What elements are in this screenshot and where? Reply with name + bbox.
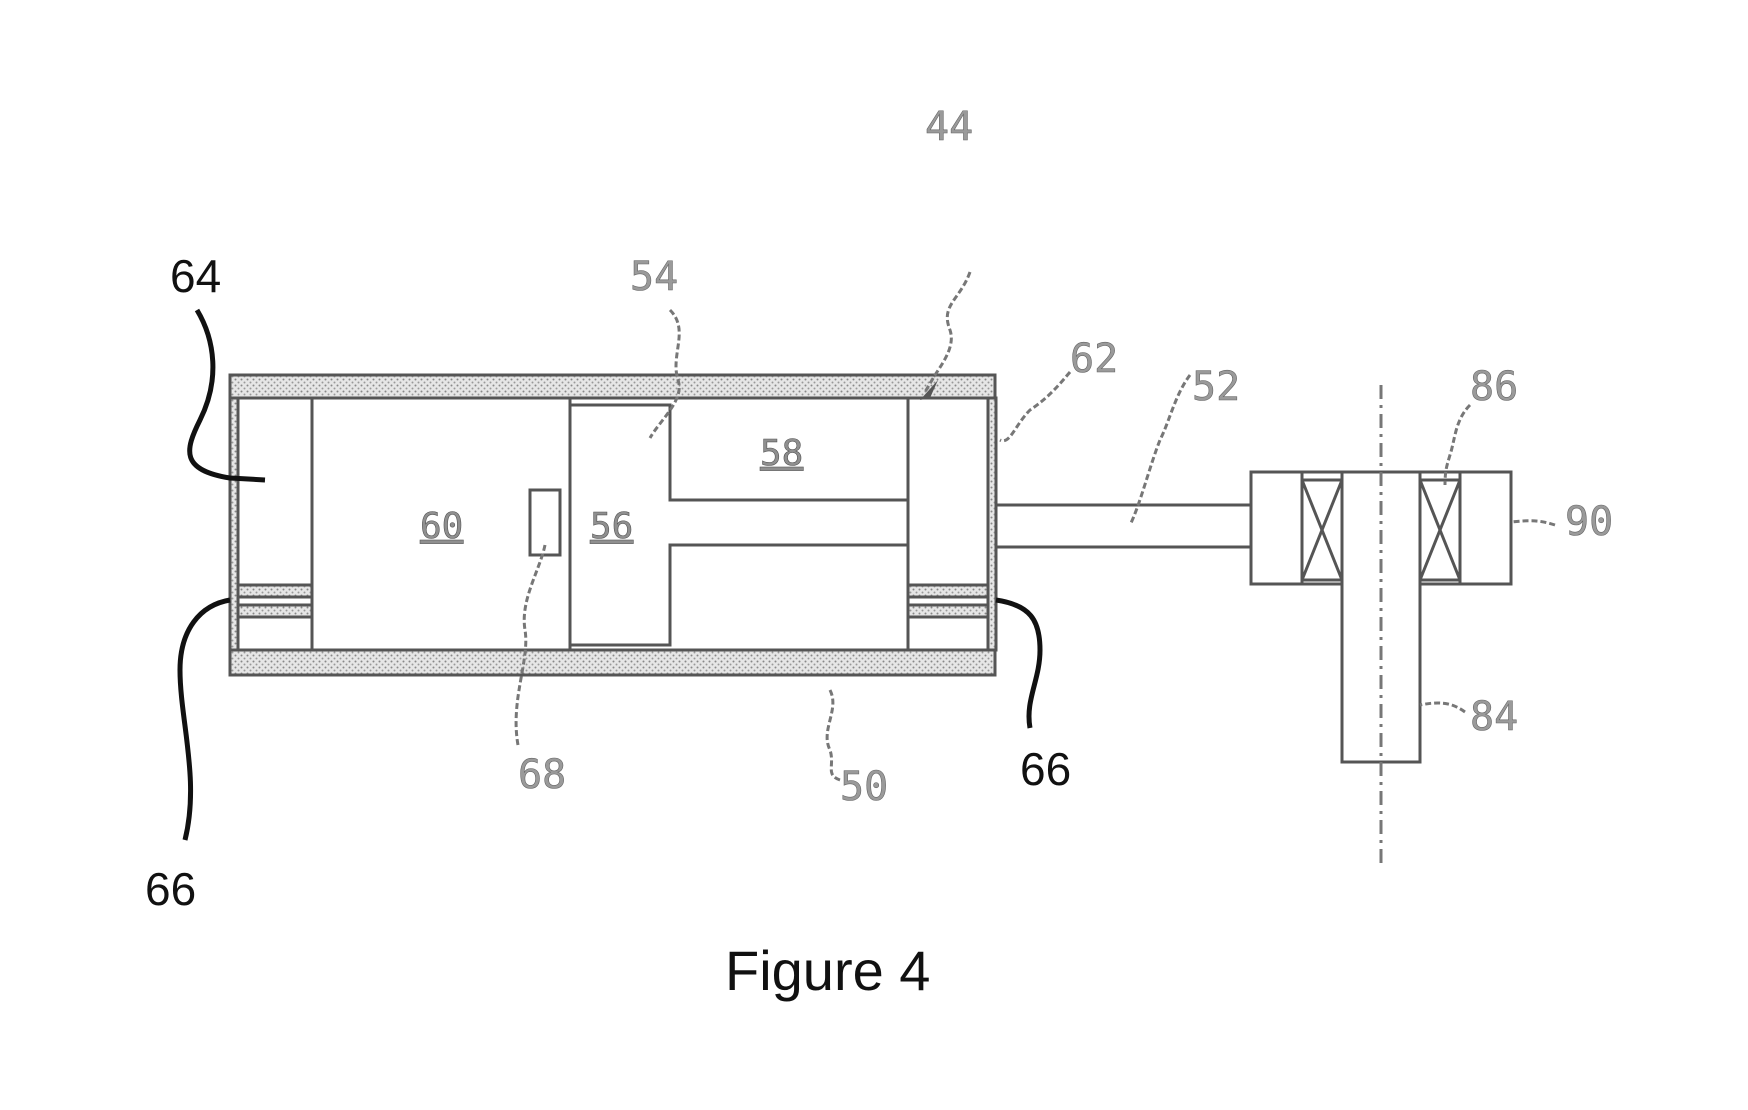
leader-52 <box>1128 374 1192 526</box>
label-52: 52 <box>1192 364 1240 410</box>
leader-44 <box>923 271 972 393</box>
right-seal-band-lower <box>906 603 990 619</box>
label-54: 54 <box>630 254 678 300</box>
figure-caption: Figure 4 <box>725 939 930 1002</box>
leader-86 <box>1443 403 1472 486</box>
label-86: 86 <box>1470 364 1518 410</box>
label-50: 50 <box>840 764 888 810</box>
cylinder-bottom-wall <box>228 648 997 677</box>
right-seal-band-upper <box>906 583 990 599</box>
cylinder-top-wall <box>228 373 997 400</box>
leader-54 <box>648 308 681 439</box>
right-end-cap <box>906 396 998 652</box>
leader-50 <box>825 689 841 782</box>
label-84: 84 <box>1470 694 1518 740</box>
label-44: 44 <box>925 104 973 150</box>
label-66-right: 66 <box>1020 743 1071 795</box>
leader-66-right <box>995 597 1043 729</box>
bearing-left-cross-b <box>1300 479 1344 581</box>
piston <box>568 403 910 647</box>
arrow-head-44 <box>920 380 938 400</box>
sensor-block <box>528 488 562 557</box>
label-62: 62 <box>1070 336 1118 382</box>
left-seal-band-upper <box>236 583 314 599</box>
left-end-cap <box>228 396 314 652</box>
leader-84 <box>1419 701 1466 714</box>
leader-66-left <box>177 597 231 841</box>
piston-rod <box>994 503 1253 549</box>
label-58: 58 <box>760 433 803 474</box>
leader-90 <box>1510 519 1556 527</box>
label-66-left: 66 <box>145 863 196 915</box>
piston-body <box>568 403 910 647</box>
bearing-right-cross-b <box>1418 479 1462 581</box>
leader-62 <box>999 371 1072 443</box>
bearings <box>1300 478 1462 582</box>
left-end-cap-wall <box>228 396 240 652</box>
label-90: 90 <box>1565 499 1613 545</box>
label-68: 68 <box>518 752 566 798</box>
leader-64 <box>187 308 266 483</box>
label-60: 60 <box>420 506 463 547</box>
label-64: 64 <box>170 250 221 302</box>
left-seal-band-lower <box>236 603 314 619</box>
label-56: 56 <box>590 506 633 547</box>
leader-68 <box>514 544 547 746</box>
